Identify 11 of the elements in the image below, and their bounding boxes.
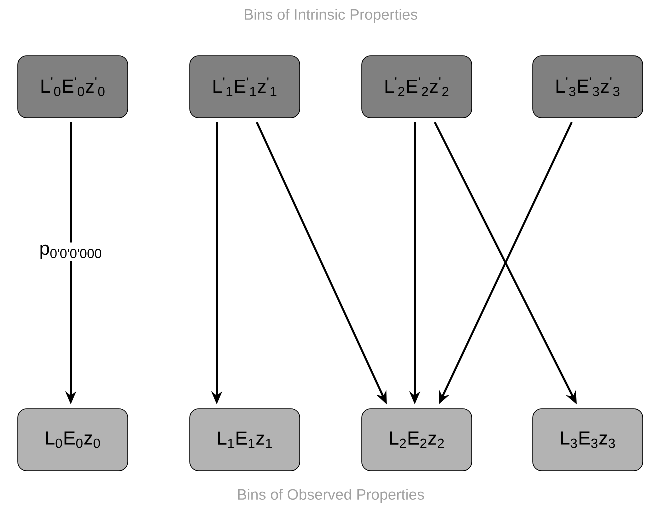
bin-box: L$_{3}$E$_{3}$z$_{3}$ <box>532 408 644 472</box>
heading: Bins of Intrinsic Properties <box>245 9 418 23</box>
bin-box: L$_{1}$E$_{1}$z$_{1}$ <box>190 408 300 472</box>
bin-box: L$^{'}$$_{2}$E$^{'}$$_{2}$z$^{'}$2 <box>362 56 472 118</box>
bin-box: L$^{'}$$_{3}$E$^{'}$$_{3}$z$^{'}$3 <box>532 56 644 118</box>
caption: Bins of Observed Properties <box>238 489 424 503</box>
bin-box: L$^{'}$$_{1}$E$^{'}$$_{1}$z$^{'}$1 <box>190 56 300 118</box>
bin-box: L$_{2}$E$_{2}$z$_{2}$ <box>362 408 472 472</box>
bin-box: L$^{'}$$_{0}$E$^{'}$$_{0}$z$^{'}$0 <box>18 56 128 118</box>
edge-label: p$_{0'0'0'000}$ <box>37 242 105 261</box>
bin-box: L$_{0}$E$_{0}$z$_{0}$ <box>18 408 128 472</box>
